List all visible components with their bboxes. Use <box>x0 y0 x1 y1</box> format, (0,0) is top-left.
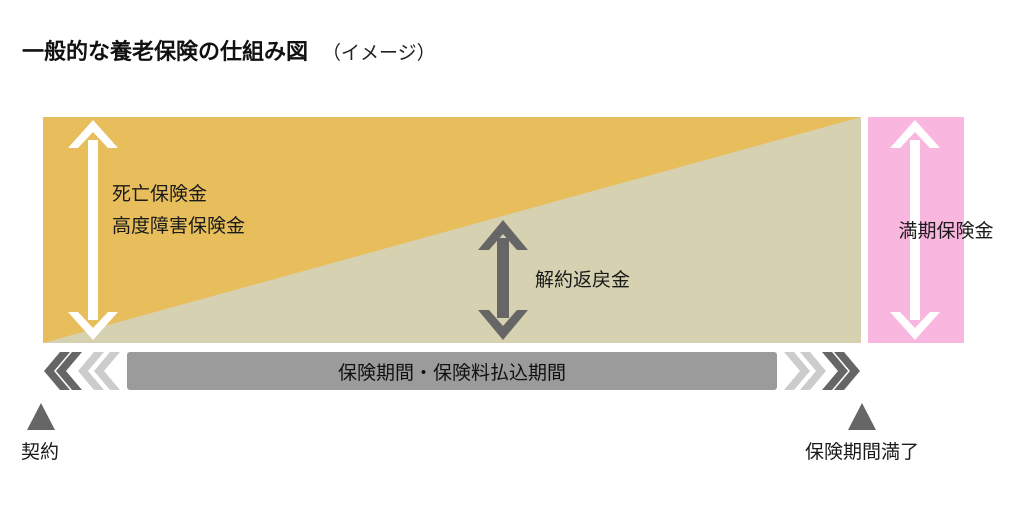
death-benefit-arrow-icon <box>68 120 118 340</box>
period-bar-label: 保険期間・保険料払込期間 <box>338 362 566 384</box>
period-bar <box>127 352 777 390</box>
maturity-benefit-arrow-icon <box>890 120 940 340</box>
surrender-value-arrow-icon <box>478 220 528 340</box>
maturity-marker-icon <box>848 403 876 430</box>
right-chevrons-icon <box>784 352 860 390</box>
death-benefit-label-2: 高度障害保険金 <box>112 215 245 237</box>
maturity-label: 保険期間満了 <box>805 441 919 463</box>
contract-label: 契約 <box>21 441 59 463</box>
maturity-benefit-label: 満期保険金 <box>898 220 993 242</box>
death-benefit-label-1: 死亡保険金 <box>112 183 207 205</box>
contract-marker-icon <box>27 403 55 430</box>
page-subtitle: （イメージ） <box>322 42 436 64</box>
title-block: 一般的な養老保険の仕組み図 （イメージ） <box>22 34 436 66</box>
surrender-value-label: 解約返戻金 <box>535 269 630 291</box>
surrender-value-area <box>43 117 861 343</box>
page-title: 一般的な養老保険の仕組み図 <box>22 40 309 65</box>
left-chevrons-icon <box>44 352 120 390</box>
